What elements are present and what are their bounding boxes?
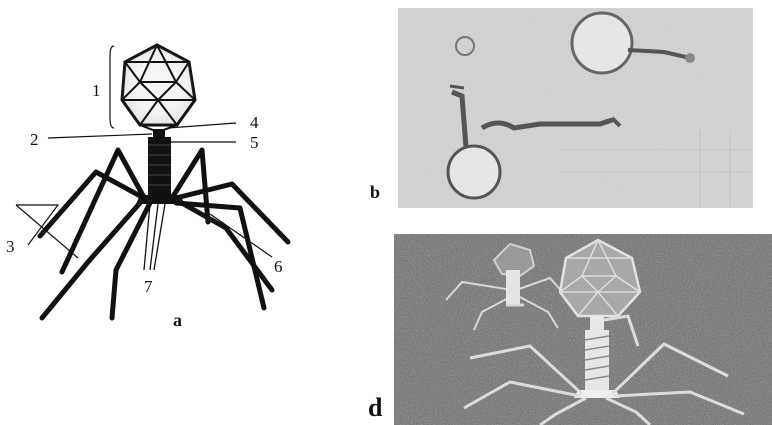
panel-label-a: a [173,310,182,330]
phage-tail-sheath [148,137,171,195]
label-7: 7 [144,277,153,296]
label-2: 2 [30,130,39,149]
phage-diagram-a: 1 2 4 5 3 6 7 a [6,45,288,330]
panel-label-d: d [368,393,383,422]
label-1: 1 [92,81,101,100]
label-3: 3 [6,237,15,256]
phage-head-icon [122,45,195,132]
label-4: 4 [250,113,259,132]
micrograph-b: b [370,8,753,208]
label-6: 6 [274,257,283,276]
phage-neck [153,129,165,137]
label-5: 5 [250,133,259,152]
micrograph-d: d [368,234,772,425]
panel-label-b: b [370,182,380,202]
